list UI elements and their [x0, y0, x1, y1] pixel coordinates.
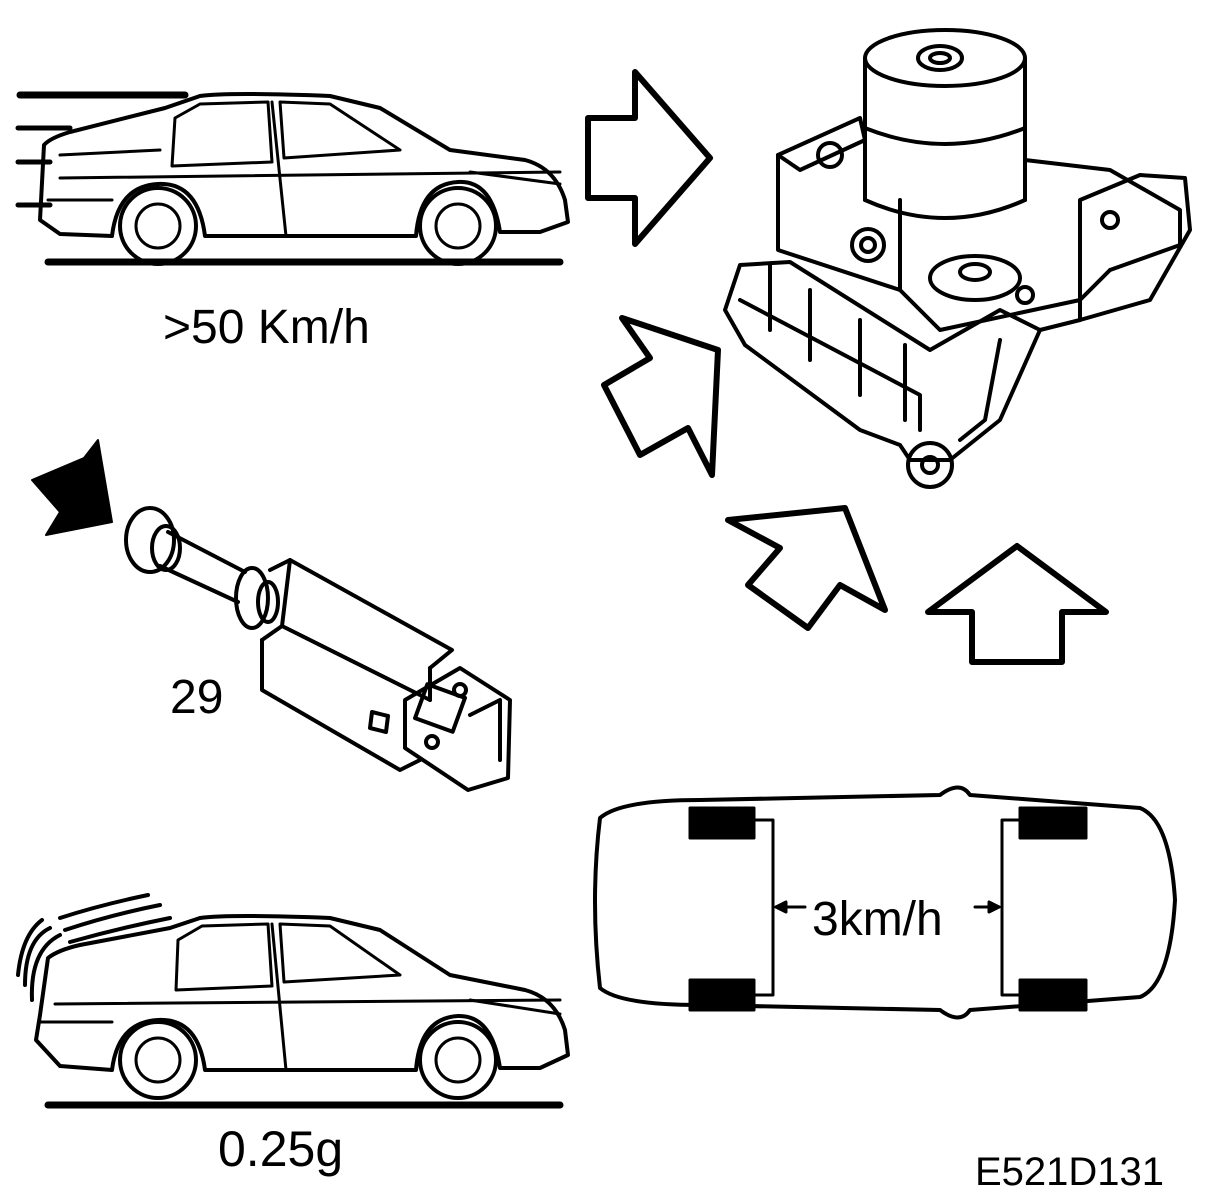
outline-arrow-diagonal: [728, 508, 885, 628]
wheel-front-right: [690, 980, 754, 1010]
brake-light-switch: [126, 508, 510, 790]
outline-arrow-up: [928, 546, 1106, 662]
abs-hydraulic-unit: [725, 30, 1190, 487]
deceleration-label: 0.25g: [218, 1121, 344, 1177]
outline-arrow-right: [588, 72, 710, 244]
car-braking-illustration: [18, 895, 568, 1105]
car-driving-illustration: [18, 94, 568, 264]
wheel-rear-right: [1020, 980, 1086, 1010]
wheel-speed-difference-label: 3km/h: [808, 892, 947, 947]
part-number-label: 29: [170, 671, 224, 724]
wheel-rear-left: [1020, 808, 1086, 838]
solid-press-arrow: [32, 440, 112, 535]
speed-label: >50 Km/h: [163, 301, 370, 354]
car-top-view: [595, 788, 1175, 1018]
figure-reference-label: E521D131: [975, 1150, 1165, 1194]
wheel-front-left: [690, 808, 754, 838]
outline-arrow-up-right: [604, 318, 718, 475]
